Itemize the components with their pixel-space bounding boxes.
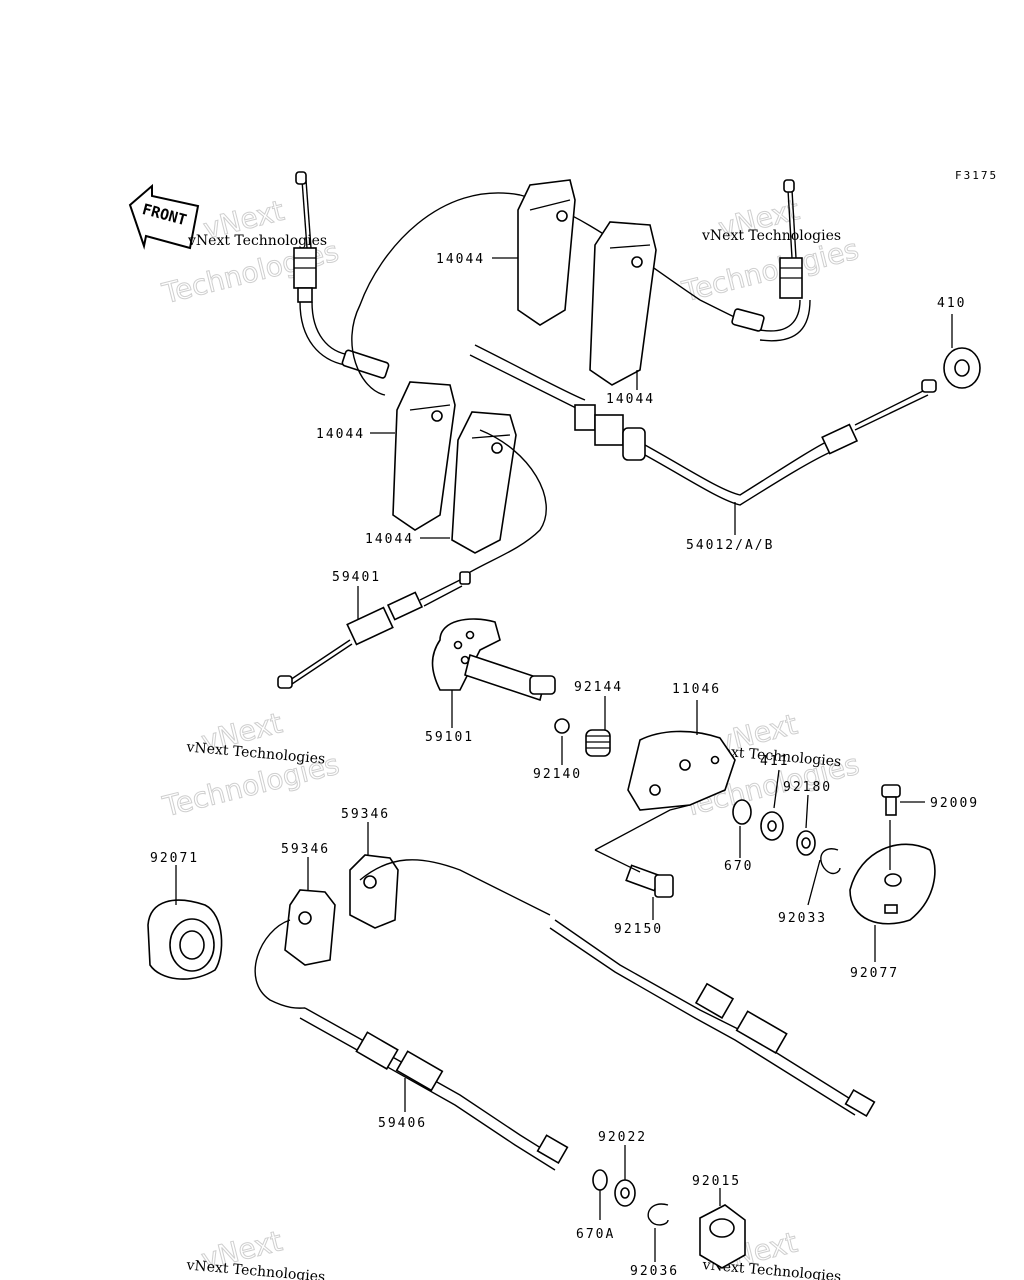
label-59406: 59406 bbox=[378, 1116, 427, 1131]
pad-14044-d bbox=[451, 411, 517, 554]
washer-410 bbox=[943, 347, 981, 389]
label-59101: 59101 bbox=[425, 730, 474, 745]
label-92036: 92036 bbox=[630, 1264, 679, 1279]
oring-670 bbox=[732, 799, 752, 825]
pad-14044-b bbox=[589, 221, 657, 386]
label-670: 670 bbox=[724, 859, 753, 874]
washer-411 bbox=[760, 811, 784, 841]
label-411: 411 bbox=[760, 754, 789, 769]
ball-92140 bbox=[554, 718, 570, 734]
svg-text:Technologies: Technologies bbox=[678, 233, 861, 309]
pad-14044-a bbox=[517, 179, 576, 326]
leader-lines bbox=[175, 257, 953, 1262]
label-11046: 11046 bbox=[672, 682, 721, 697]
label-92015: 92015 bbox=[692, 1174, 741, 1189]
label-92140: 92140 bbox=[533, 767, 582, 782]
spring-92144 bbox=[585, 729, 611, 757]
label-92150: 92150 bbox=[614, 922, 663, 937]
pad-14044-c bbox=[392, 381, 456, 531]
figure-code: F3175 bbox=[955, 169, 998, 182]
label-92071: 92071 bbox=[150, 851, 199, 866]
svg-text:vNext Technologies: vNext Technologies bbox=[701, 228, 841, 244]
washer-92022 bbox=[614, 1179, 636, 1207]
label-92180: 92180 bbox=[783, 780, 832, 795]
watermark-top-right: vNext Technologies vNext Technologies bbox=[678, 193, 862, 309]
pad-59346-a bbox=[349, 854, 399, 929]
cable-59401 bbox=[277, 579, 463, 689]
cable-59406 bbox=[254, 859, 876, 1171]
label-54012: 54012/A/B bbox=[686, 538, 774, 553]
screw-92009 bbox=[881, 784, 901, 816]
label-92033: 92033 bbox=[778, 911, 827, 926]
collar-92071 bbox=[147, 899, 223, 980]
clip-92036 bbox=[647, 1203, 669, 1226]
label-14044-d: 14044 bbox=[365, 532, 414, 547]
label-92077: 92077 bbox=[850, 966, 899, 981]
label-59346-b: 59346 bbox=[281, 842, 330, 857]
oring-670A bbox=[592, 1169, 608, 1191]
watermark-bottom-left: vNext vNext Technologies bbox=[185, 1224, 326, 1280]
label-14044-a: 14044 bbox=[436, 252, 485, 267]
label-92144: 92144 bbox=[574, 680, 623, 695]
label-92022: 92022 bbox=[598, 1130, 647, 1145]
lever-59101 bbox=[431, 618, 556, 702]
label-14044-c: 14044 bbox=[316, 427, 365, 442]
cable-59401-loop bbox=[464, 429, 547, 576]
label-59346-a: 59346 bbox=[341, 807, 390, 822]
label-59401: 59401 bbox=[332, 570, 381, 585]
pad-59346-b bbox=[284, 889, 336, 966]
label-410: 410 bbox=[937, 296, 966, 311]
bolt-92150 bbox=[625, 864, 674, 898]
washer-92180 bbox=[796, 830, 816, 856]
cable-54012 bbox=[293, 171, 937, 506]
bracket-11046 bbox=[627, 730, 736, 811]
label-14044-b: 14044 bbox=[606, 392, 655, 407]
cover-92077 bbox=[849, 843, 936, 925]
svg-text:vNext Technologies: vNext Technologies bbox=[187, 233, 327, 249]
label-670A: 670A bbox=[576, 1227, 615, 1242]
front-arrow: FRONT bbox=[128, 183, 200, 250]
nut-92015 bbox=[699, 1204, 746, 1269]
clip-92033 bbox=[820, 848, 841, 875]
watermark-mid-left: vNext Technologies vNext Technologies bbox=[159, 706, 343, 824]
part-labels: 14044 14044 14044 14044 410 54012/A/B 59… bbox=[150, 252, 979, 1279]
label-92009: 92009 bbox=[930, 796, 979, 811]
